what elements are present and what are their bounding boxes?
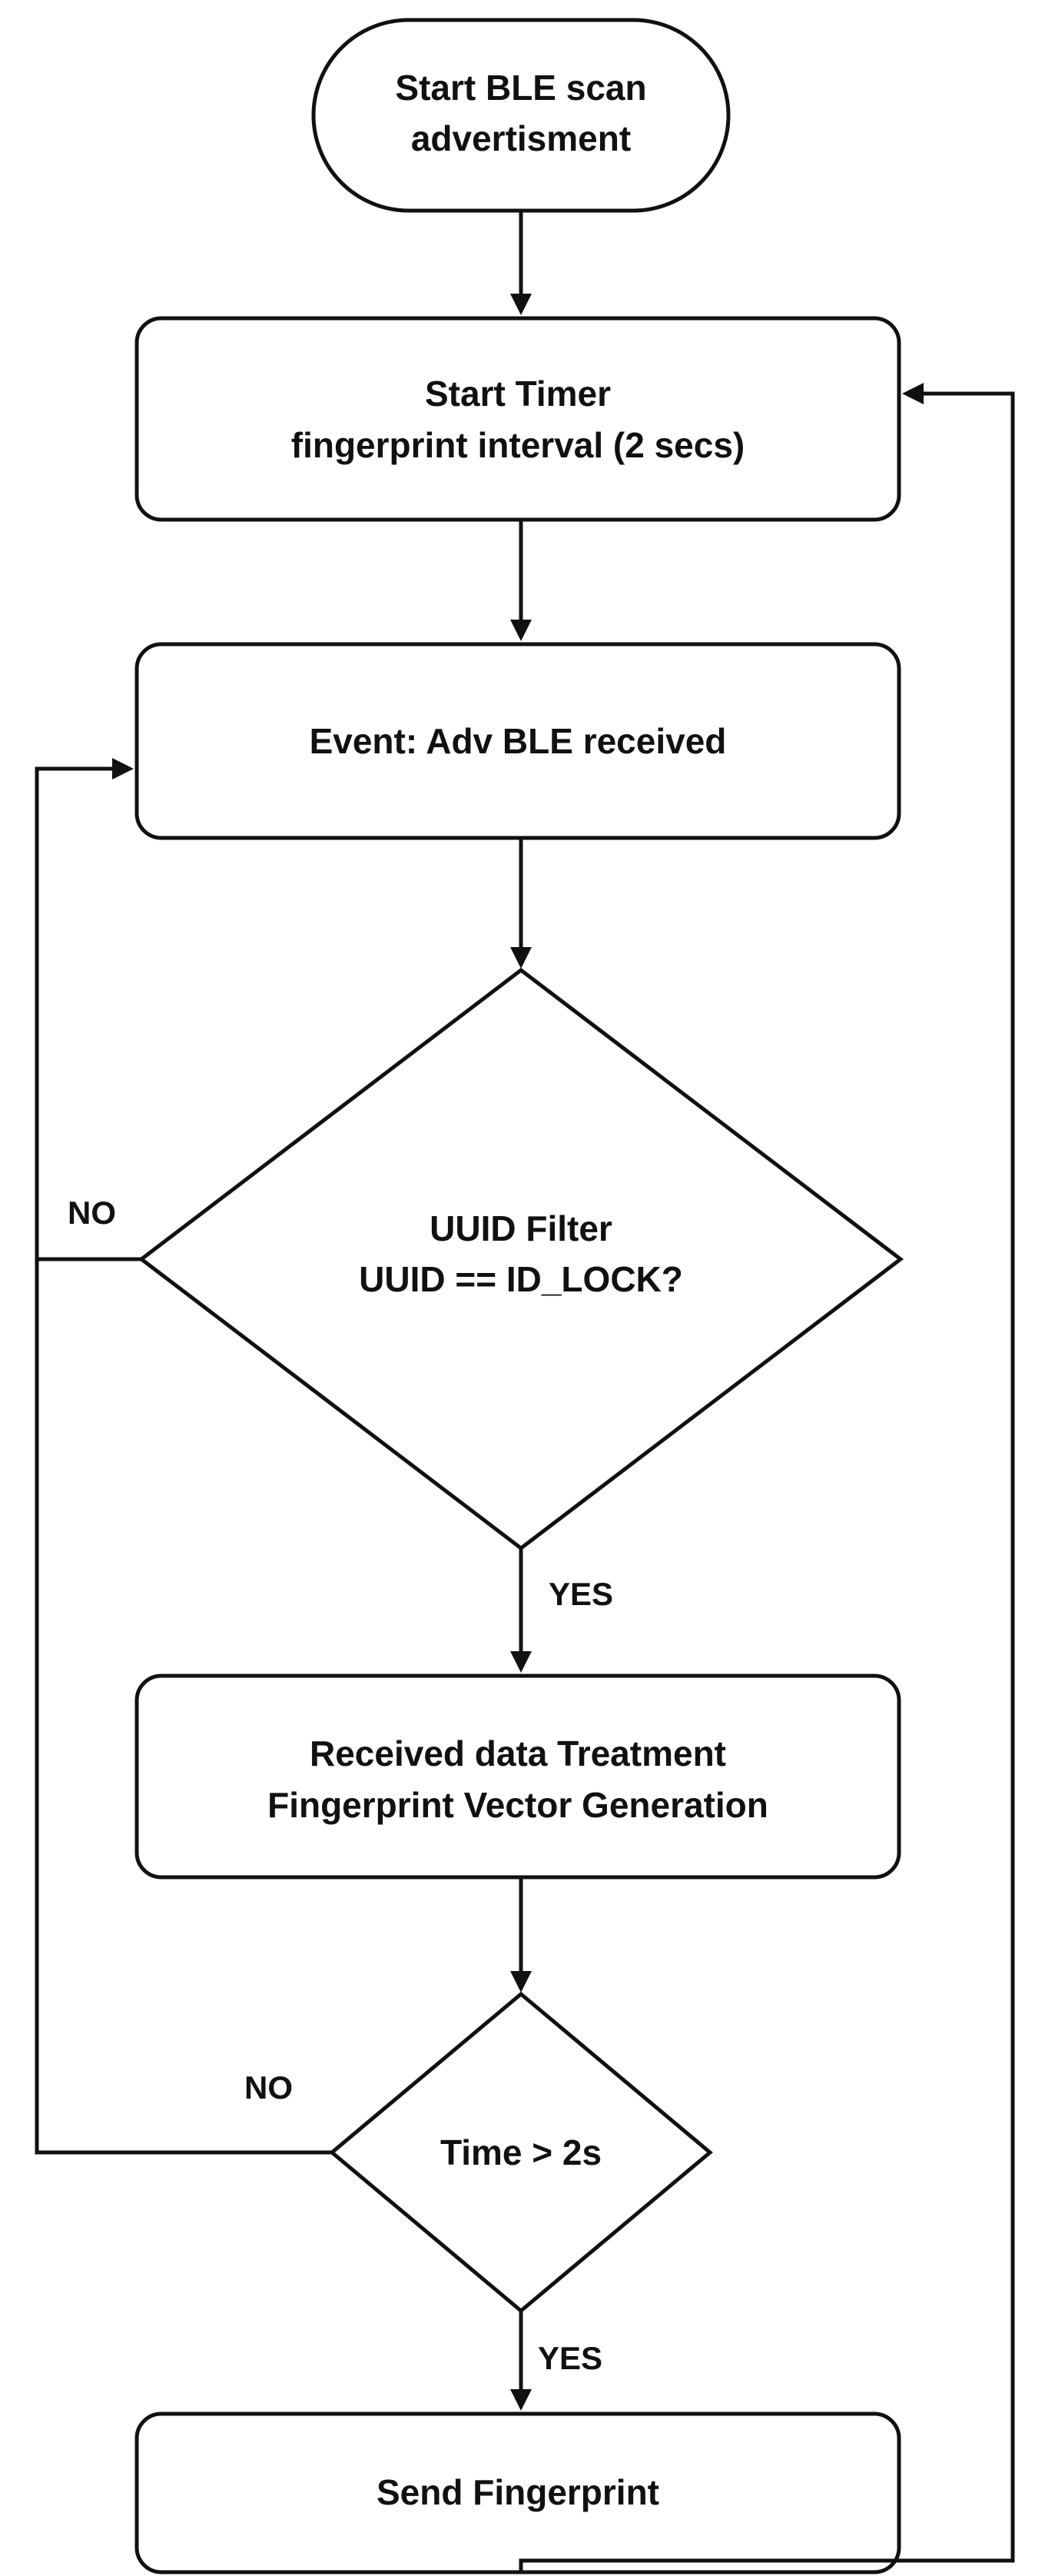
start-terminal-line-2: advertisment bbox=[411, 118, 631, 158]
arrowhead-uuid-no-loop bbox=[112, 758, 134, 779]
arrowhead-treatment-to-time-check bbox=[510, 1971, 532, 1993]
edge-time-no-loop bbox=[35, 1259, 332, 2155]
treatment-box bbox=[134, 1674, 901, 1880]
arrowhead-timer-to-event bbox=[510, 620, 532, 641]
edge-send-to-timer-loop bbox=[519, 391, 1015, 2572]
start-timer-line-2: fingerprint interval (2 secs) bbox=[291, 425, 745, 465]
arrowhead-uuid-yes bbox=[510, 1651, 532, 1673]
arrowhead-event-to-uuid-filter bbox=[510, 947, 532, 969]
time-check-line-1: Time > 2s bbox=[440, 2132, 602, 2172]
event-box bbox=[134, 642, 901, 840]
treatment-line-2: Fingerprint Vector Generation bbox=[267, 1785, 768, 1825]
arrowhead-send-to-timer-loop bbox=[902, 383, 924, 404]
treatment-line-1: Received data Treatment bbox=[310, 1733, 726, 1773]
label-time-yes: YES bbox=[538, 2340, 602, 2376]
uuid-filter-line-1: UUID Filter bbox=[430, 1208, 612, 1248]
start-timer-line-1: Start Timer bbox=[425, 374, 611, 414]
label-uuid-no: NO bbox=[68, 1195, 116, 1231]
arrowhead-time-yes bbox=[510, 2389, 532, 2411]
start-terminal-line-1: Start BLE scan bbox=[395, 68, 646, 108]
label-uuid-yes: YES bbox=[549, 1576, 613, 1612]
event-line-1: Event: Adv BLE received bbox=[310, 721, 727, 761]
edge-uuid-no-loop bbox=[35, 766, 141, 1261]
send-line-1: Send Fingerprint bbox=[377, 2472, 659, 2512]
start-timer-box bbox=[134, 316, 901, 522]
arrowhead-start-to-timer bbox=[510, 294, 532, 315]
label-time-no: NO bbox=[244, 2069, 293, 2106]
uuid-filter-line-2: UUID == ID_LOCK? bbox=[359, 1259, 683, 1299]
send-box bbox=[134, 2411, 901, 2574]
start-terminal bbox=[311, 18, 731, 213]
